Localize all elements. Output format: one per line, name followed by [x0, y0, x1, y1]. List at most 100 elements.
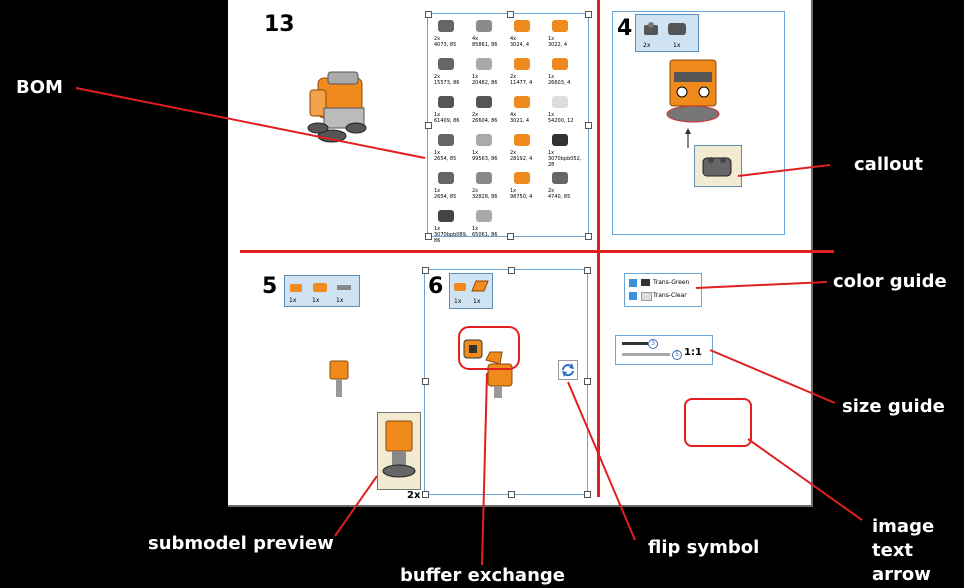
part-icon [514, 172, 530, 184]
part-icon [438, 58, 454, 70]
callout-box[interactable] [694, 145, 742, 187]
resize-handle[interactable] [507, 11, 514, 18]
bom-item-quantity: 2x [510, 74, 517, 80]
resize-handle[interactable] [584, 378, 591, 385]
brick-icon [641, 279, 650, 286]
part-icon [476, 20, 492, 32]
bom-item-quantity: 1x [472, 226, 479, 232]
part-icon [476, 96, 492, 108]
size-bar-1 [622, 342, 648, 345]
image-text-arrow-placeholder[interactable] [684, 398, 752, 447]
annotation-callout: callout [854, 154, 923, 175]
size-guide-number-1: 3 [648, 339, 658, 349]
part-icon [476, 210, 492, 222]
resize-handle[interactable] [584, 491, 591, 498]
bom-item-id: 26604, 86 [472, 118, 498, 124]
annotation-bom: BOM [16, 77, 63, 98]
bom-item-id: 20482, 86 [472, 80, 498, 86]
step-5-model [329, 360, 349, 397]
bom-item-quantity: 1x [548, 150, 555, 156]
bom-item-id: 98750, 4 [510, 194, 533, 200]
bom-item-id: 85861, 86 [472, 42, 498, 48]
bom-item-quantity: 1x [548, 36, 555, 42]
annotation-line-image: image [872, 516, 935, 537]
resize-handle[interactable] [585, 11, 592, 18]
color-guide[interactable]: Trans-Green Trans-Clear [624, 273, 702, 307]
bom-item-id: 99563, 86 [472, 156, 498, 162]
part-icon [438, 20, 454, 32]
step-number-6: 6 [428, 274, 444, 299]
resize-handle[interactable] [422, 491, 429, 498]
bom-item-quantity: 1x [434, 226, 441, 232]
divider-vertical [597, 0, 600, 497]
resize-handle[interactable] [422, 378, 429, 385]
part-icon [514, 20, 530, 32]
divider-horizontal [240, 250, 834, 253]
part-icon [438, 134, 454, 146]
submodel-quantity: 2x [407, 490, 421, 501]
resize-handle[interactable] [425, 233, 432, 240]
resize-handle[interactable] [508, 267, 515, 274]
checkbox-icon[interactable] [629, 279, 637, 287]
flip-symbol-icon[interactable] [558, 360, 578, 380]
resize-handle[interactable] [425, 11, 432, 18]
resize-handle[interactable] [422, 267, 429, 274]
resize-handle[interactable] [584, 267, 591, 274]
checkbox-icon[interactable] [629, 292, 637, 300]
resize-handle[interactable] [585, 122, 592, 129]
part-icon [552, 20, 568, 32]
step-number-13: 13 [264, 12, 295, 37]
step-5-qty-2: 1x [312, 297, 320, 304]
resize-handle[interactable] [507, 233, 514, 240]
step-4-qty-2: 1x [673, 42, 681, 49]
bom-item-id: 2654, 85 [434, 156, 457, 162]
bom-item-quantity: 1x [472, 74, 479, 80]
bom-item-quantity: 2x [510, 150, 517, 156]
submodel-preview[interactable] [377, 412, 421, 490]
bom-item-quantity: 4x [472, 36, 479, 42]
bom-item-id: 3021, 4 [510, 118, 530, 124]
part-icon [552, 58, 568, 70]
resize-handle[interactable] [425, 122, 432, 129]
part-icon [552, 172, 568, 184]
resize-handle[interactable] [585, 233, 592, 240]
size-guide[interactable]: 3 5 1:1 [615, 335, 713, 365]
bom-item-quantity: 1x [472, 150, 479, 156]
part-icon [438, 96, 454, 108]
step-6-parts-list: 1x 1x [449, 273, 493, 309]
part-icon [514, 134, 530, 146]
bom-item-quantity: 1x [434, 112, 441, 118]
bom-item-id: 4740, 85 [548, 194, 571, 200]
bom-item-quantity: 1x [434, 150, 441, 156]
resize-handle[interactable] [508, 491, 515, 498]
part-icon [438, 172, 454, 184]
